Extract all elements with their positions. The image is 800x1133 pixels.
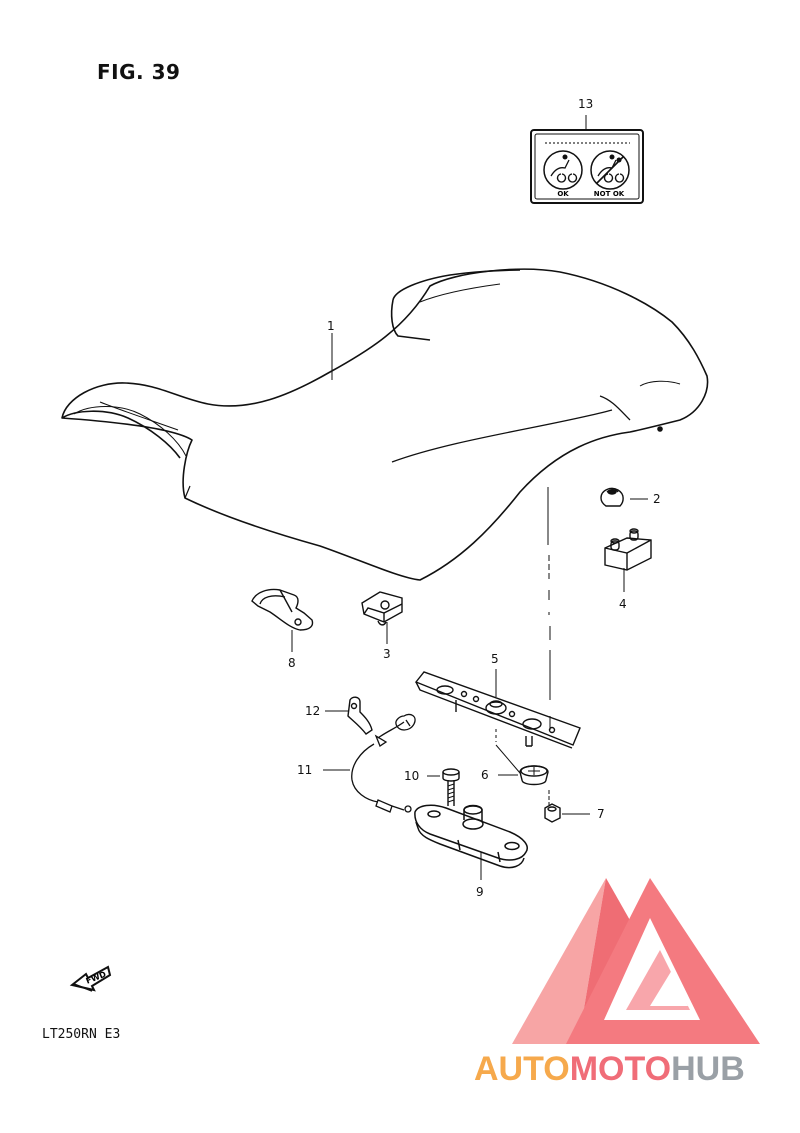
part-6-grommet	[519, 765, 549, 786]
callout-8: 8	[288, 656, 296, 670]
part-12-cable-clamp	[347, 696, 373, 735]
not-ok-pictogram-icon	[590, 150, 630, 190]
callout-13: 13	[578, 97, 594, 111]
seat-assembly	[61, 268, 709, 581]
not-ok-text: NOT OK	[594, 190, 625, 198]
callout-7: 7	[597, 807, 605, 821]
part-8-hook-bracket	[251, 588, 314, 631]
part-10-bolt	[442, 768, 460, 806]
callout-12: 12	[305, 704, 321, 718]
model-code: LT250RN E3	[42, 1027, 121, 1042]
watermark-text-part-1: AUTO	[474, 1050, 570, 1088]
warning-label-card: OK NOT OK	[530, 115, 644, 204]
callout-2: 2	[653, 492, 661, 506]
part-3-clip	[361, 591, 403, 626]
part-9-seat-lock	[414, 804, 528, 869]
part-5-lock-plate	[414, 671, 581, 749]
ok-pictogram-icon	[543, 150, 583, 190]
callout-10: 10	[404, 769, 420, 783]
figure-title: FIG. 39	[97, 60, 181, 84]
callout-9: 9	[476, 885, 484, 899]
callout-5: 5	[491, 652, 499, 666]
callout-1: 1	[327, 319, 335, 333]
part-2-rubber-cap	[600, 487, 624, 507]
watermark-text-part-3: HUB	[671, 1050, 745, 1088]
watermark-logo	[512, 878, 760, 1044]
watermark-text-part-2: MOTO	[569, 1050, 672, 1088]
callout-3: 3	[383, 647, 391, 661]
callout-6: 6	[481, 768, 489, 782]
leader-lines	[291, 333, 648, 880]
callout-4: 4	[619, 597, 627, 611]
ok-text: OK	[557, 190, 569, 198]
part-7-nut	[544, 803, 561, 823]
callout-11: 11	[297, 763, 313, 777]
part-4-seat-bumper	[604, 528, 652, 571]
watermark-text: AUTOMOTOHUB	[474, 1050, 745, 1089]
part-11-release-cable	[351, 713, 416, 813]
fwd-arrow-icon: FWD	[69, 965, 112, 992]
